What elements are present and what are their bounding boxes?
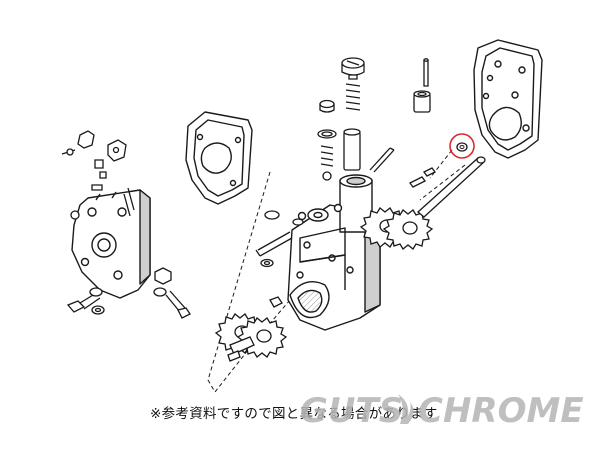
watermark-flame-icon: [398, 394, 414, 424]
gasket-right: [473, 39, 543, 159]
stud-and-washers: [255, 210, 304, 308]
highlighted-washer: [449, 133, 475, 159]
feed-gears: [214, 313, 288, 362]
return-gears: [359, 207, 434, 250]
small-fittings-left: [61, 130, 135, 217]
watermark-text-right: CHROME: [418, 391, 584, 430]
cover-plate-left: [71, 189, 151, 299]
watermark-text-left: GUTS: [300, 391, 403, 430]
check-valve-stack: [317, 57, 395, 181]
gasket-middle: [185, 111, 253, 205]
watermark-logo: GUTS CHROME: [300, 391, 584, 430]
bolts-washers-left: [66, 210, 191, 319]
pump-body-main: [287, 174, 381, 331]
drive-shaft: [409, 58, 486, 218]
reference-note: ※参考資料ですので図と異なる場合があります: [150, 406, 438, 422]
